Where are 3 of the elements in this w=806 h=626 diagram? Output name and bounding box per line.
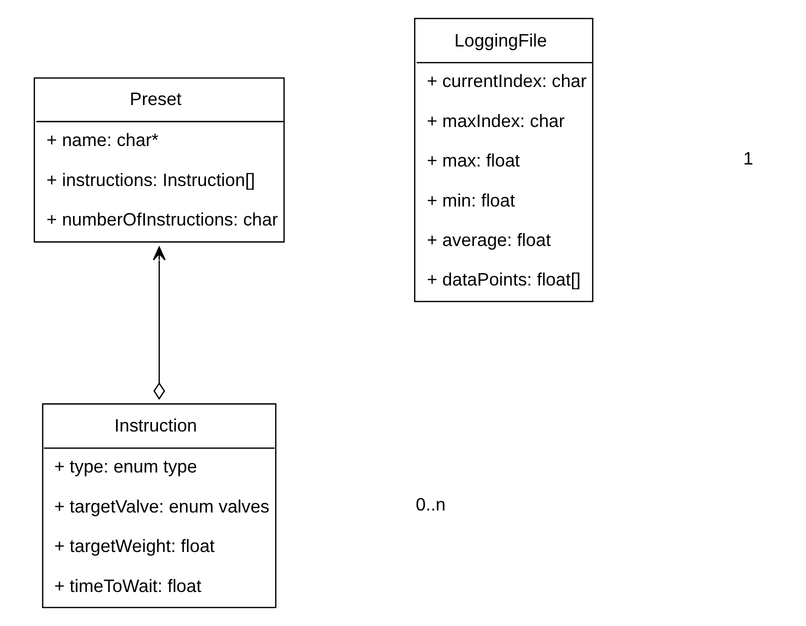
label: 0..n [415, 494, 446, 514]
label: 1 [742, 148, 753, 169]
arrow [152, 246, 166, 400]
